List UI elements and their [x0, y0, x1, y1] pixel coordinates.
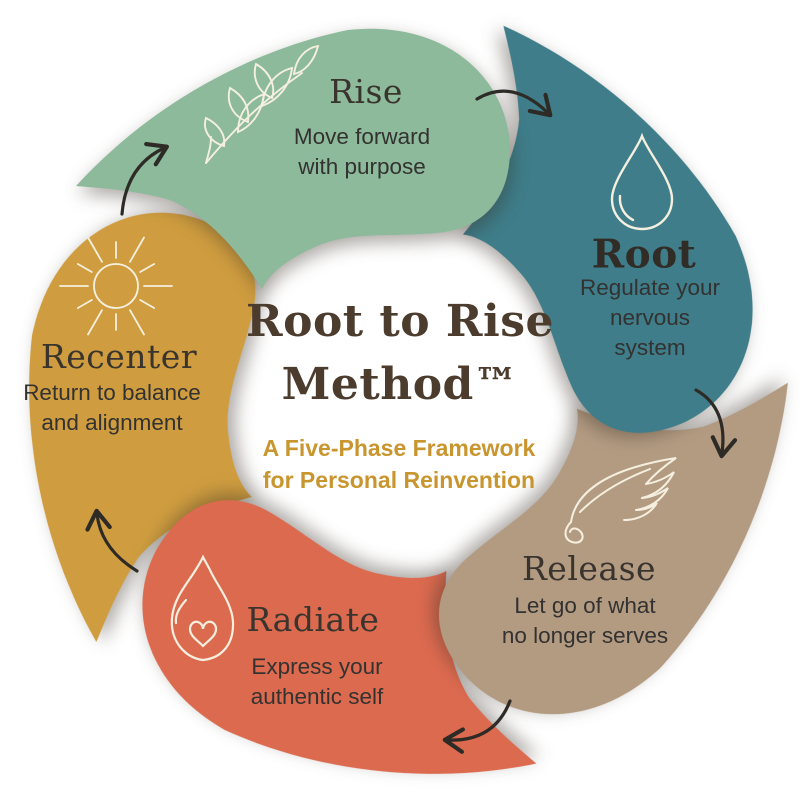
- flame-icon: [170, 554, 235, 662]
- wing-icon: [564, 457, 677, 544]
- phase-desc-radiate: Express your authentic self: [250, 654, 384, 709]
- arrow-release-to-radiate: [442, 699, 512, 754]
- phase-title-recenter: Recenter: [40, 336, 198, 376]
- phase-title-release: Release: [521, 548, 657, 588]
- cycle-arrows: [85, 89, 738, 754]
- water-drop-icon: [610, 132, 674, 231]
- phase-desc-rise: Move forward with purpose: [293, 124, 431, 179]
- center-title: Root to Rise Method™: [246, 296, 554, 410]
- sun-icon: [59, 236, 173, 336]
- phase-title-root: Root: [591, 231, 697, 278]
- arrow-root-to-release: [694, 388, 738, 459]
- phase-desc-recenter: Return to balance and alignment: [23, 380, 201, 435]
- arrow-recenter-to-rise: [120, 141, 169, 216]
- arrow-radiate-to-recenter: [85, 508, 139, 573]
- phase-title-radiate: Radiate: [246, 599, 380, 639]
- phase-desc-root: Regulate your nervous system: [579, 275, 721, 360]
- phase-title-rise: Rise: [329, 71, 403, 111]
- leaf-branch-icon: [204, 44, 320, 164]
- phase-desc-release: Let go of what no longer serves: [501, 593, 669, 648]
- center-subtitle: A Five-Phase Framework for Personal Rein…: [262, 435, 536, 493]
- arrow-rise-to-root: [475, 89, 553, 118]
